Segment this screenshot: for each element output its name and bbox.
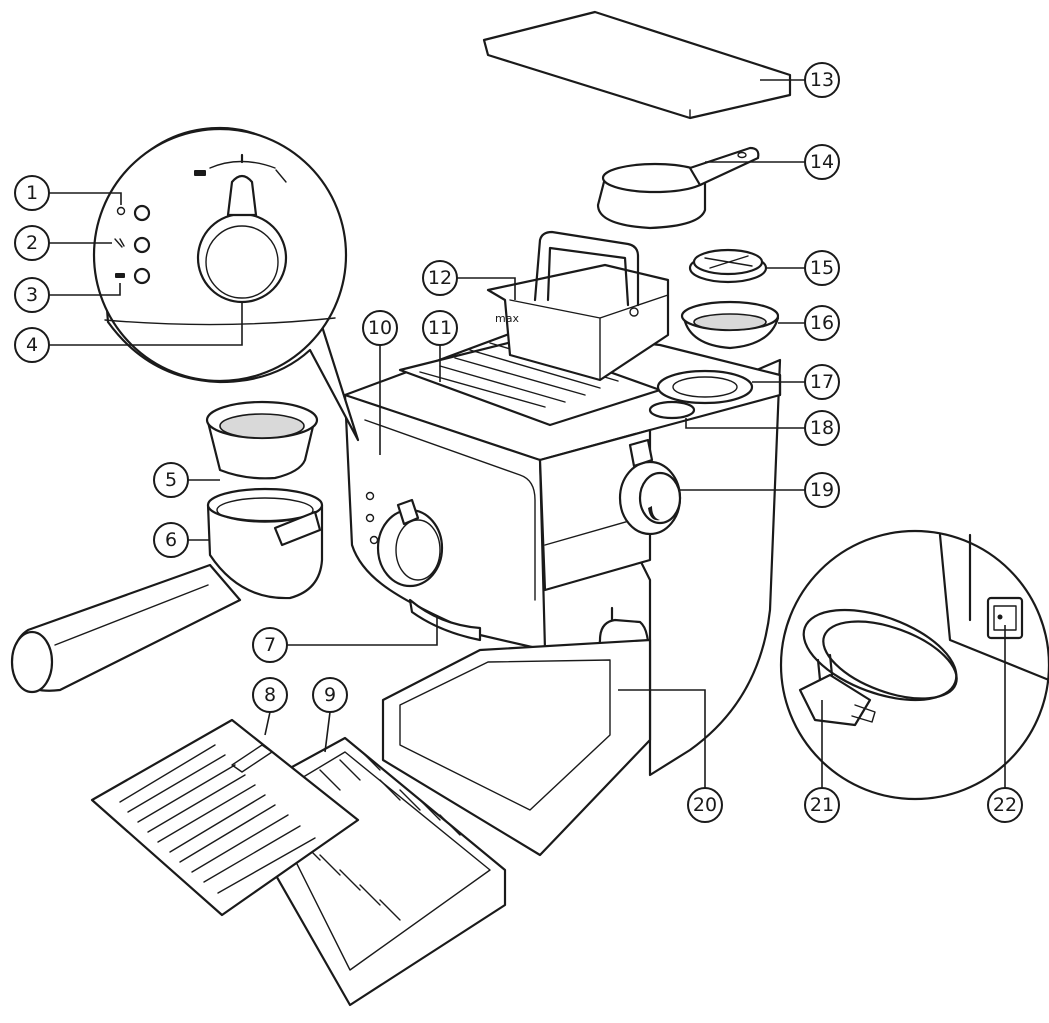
callout-21-label: 21 <box>810 794 834 816</box>
callout-9: 9 <box>312 677 348 713</box>
callout-1-label: 1 <box>26 182 38 204</box>
callout-19: 19 <box>804 472 840 508</box>
callout-10: 10 <box>362 310 398 346</box>
callout-18: 18 <box>804 410 840 446</box>
callout-18-label: 18 <box>810 417 834 439</box>
power-cord-magnifier <box>779 529 1049 801</box>
tank-max-mark: max <box>495 312 519 325</box>
callout-2: 2 <box>14 225 50 261</box>
callout-11: 11 <box>422 310 458 346</box>
callout-8-label: 8 <box>264 684 276 706</box>
callout-20: 20 <box>687 787 723 823</box>
callout-20-label: 20 <box>693 794 717 816</box>
callout-11-label: 11 <box>428 317 452 339</box>
callout-2-label: 2 <box>26 232 38 254</box>
callout-12: 12 <box>422 260 458 296</box>
callout-10-label: 10 <box>368 317 392 339</box>
drip-grid <box>90 718 360 917</box>
callout-5: 5 <box>153 462 189 498</box>
measuring-spoon <box>596 146 760 230</box>
callout-22: 22 <box>987 787 1023 823</box>
callout-13-label: 13 <box>810 69 834 91</box>
callout-4-label: 4 <box>26 334 38 356</box>
callout-9-label: 9 <box>324 684 336 706</box>
callout-14-label: 14 <box>810 151 834 173</box>
control-panel-magnifier <box>92 126 360 442</box>
callout-13: 13 <box>804 62 840 98</box>
callout-17-label: 17 <box>810 371 834 393</box>
callout-5-label: 5 <box>165 469 177 491</box>
filter-basket-single <box>680 300 780 350</box>
machine-body: max <box>343 230 782 857</box>
callouts: 1 2 3 4 5 6 7 8 9 10 11 12 13 14 15 16 1… <box>14 62 1023 823</box>
callout-4: 4 <box>14 327 50 363</box>
callout-8: 8 <box>252 677 288 713</box>
callout-16-label: 16 <box>810 312 834 334</box>
callout-12-label: 12 <box>428 267 452 289</box>
callout-21: 21 <box>804 787 840 823</box>
callout-16: 16 <box>804 305 840 341</box>
filter-basket-double <box>205 400 319 480</box>
callout-15-label: 15 <box>810 257 834 279</box>
callout-6-label: 6 <box>165 529 177 551</box>
callout-7-label: 7 <box>264 634 276 656</box>
callout-6: 6 <box>153 522 189 558</box>
water-tank-lid <box>482 10 792 120</box>
callout-17: 17 <box>804 364 840 400</box>
callout-15: 15 <box>804 250 840 286</box>
callout-14: 14 <box>804 144 840 180</box>
callout-3: 3 <box>14 277 50 313</box>
callout-19-label: 19 <box>810 479 834 501</box>
pad-filter-insert <box>688 248 768 284</box>
callout-22-label: 22 <box>993 794 1017 816</box>
callout-3-label: 3 <box>26 284 38 306</box>
callout-1: 1 <box>14 175 50 211</box>
callout-7: 7 <box>252 627 288 663</box>
filter-holder <box>10 487 324 694</box>
